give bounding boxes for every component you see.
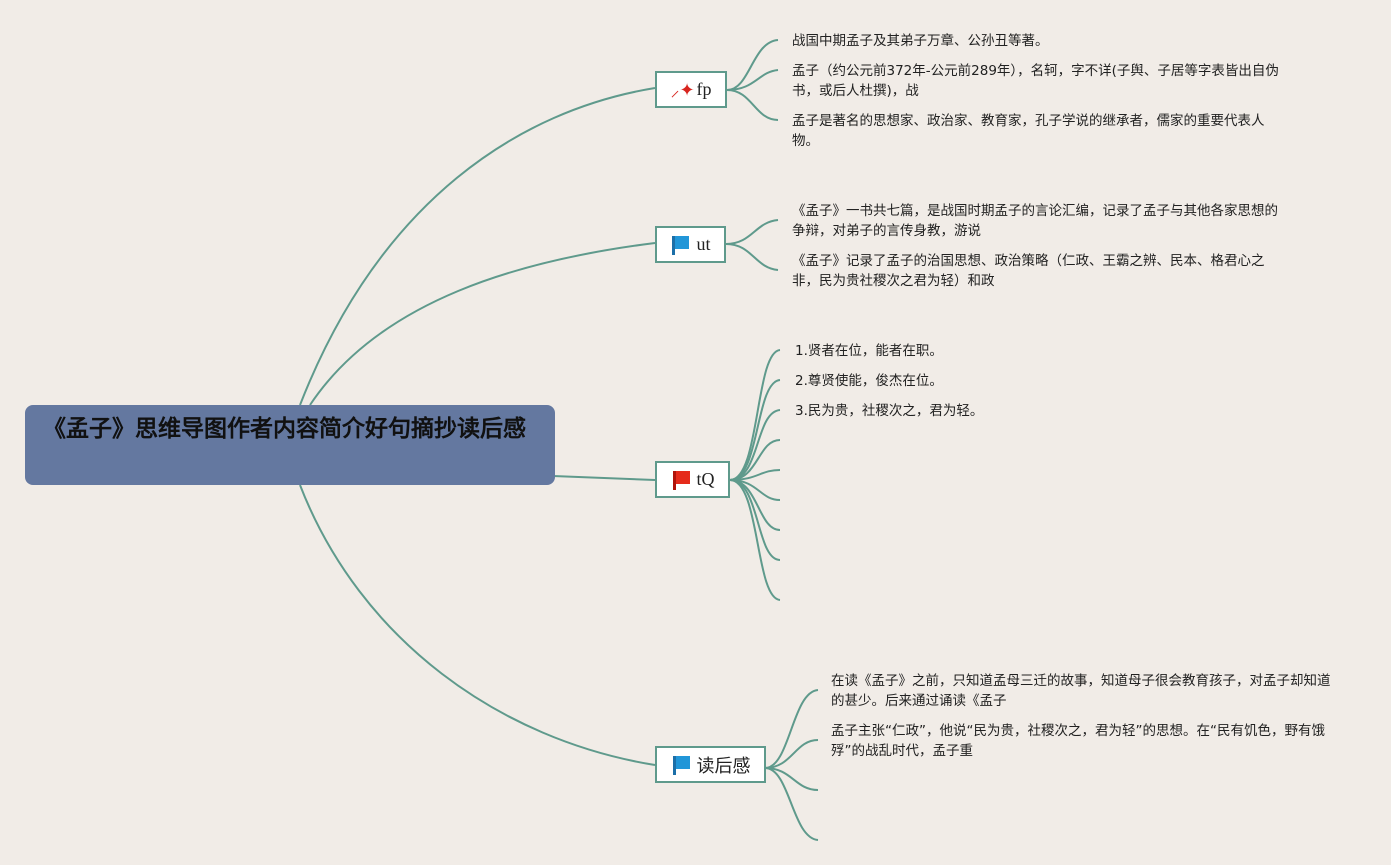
leaf-text[interactable]: 战国中期孟子及其弟子万章、公孙丑等著。 [792, 33, 1049, 49]
branch-node-ut[interactable]: ut [655, 226, 726, 263]
branch-node-fp[interactable]: ⸝✦ fp [655, 71, 727, 108]
branch-node-tq[interactable]: tQ [655, 461, 730, 498]
leaf-text[interactable]: 《孟子》一书共七篇，是战国时期孟子的言论汇编，记录了孟子与其他各家思想的争辩，对… [792, 203, 1278, 239]
root-topic[interactable]: 《孟子》思维导图作者内容简介好句摘抄读后感 [25, 405, 555, 485]
leaf-text[interactable]: 《孟子》记录了孟子的治国思想、政治策略（仁政、王霸之辨、民本、格君心之非，民为贵… [792, 253, 1265, 289]
leaf-text[interactable]: 1.贤者在位，能者在职。 [795, 343, 943, 359]
branch-label: fp [696, 79, 712, 99]
leaf-text[interactable]: 孟子主张“仁政”，他说“民为贵，社稷次之，君为轻”的思想。在“民有饥色，野有饿殍… [831, 723, 1325, 759]
leaf-text[interactable]: 3.民为贵，社稷次之，君为轻。 [795, 403, 984, 419]
root-topic-title: 《孟子》思维导图作者内容简介好句摘抄读后感 [43, 416, 526, 442]
branch-node-reflection[interactable]: 读后感 [655, 746, 766, 783]
leaf-text[interactable]: 孟子是著名的思想家、政治家、教育家，孔子学说的继承者，儒家的重要代表人物。 [792, 113, 1265, 149]
magic-wand-icon: ⸝✦ [670, 79, 695, 100]
red-flag-icon [671, 470, 691, 490]
branch-label: ut [696, 234, 711, 254]
leaf-text[interactable]: 孟子（约公元前372年-公元前289年），名轲，字不详(子舆、子居等字表皆出自伪… [792, 63, 1279, 99]
blue-flag-icon [670, 235, 690, 255]
leaf-text[interactable]: 2.尊贤使能，俊杰在位。 [795, 373, 943, 389]
blue-flag-icon [671, 755, 691, 775]
branch-label: 读后感 [696, 755, 751, 777]
leaf-text[interactable]: 在读《孟子》之前，只知道孟母三迁的故事，知道母子很会教育孩子，对孟子却知道的甚少… [831, 673, 1331, 709]
branch-label: tQ [696, 469, 715, 489]
